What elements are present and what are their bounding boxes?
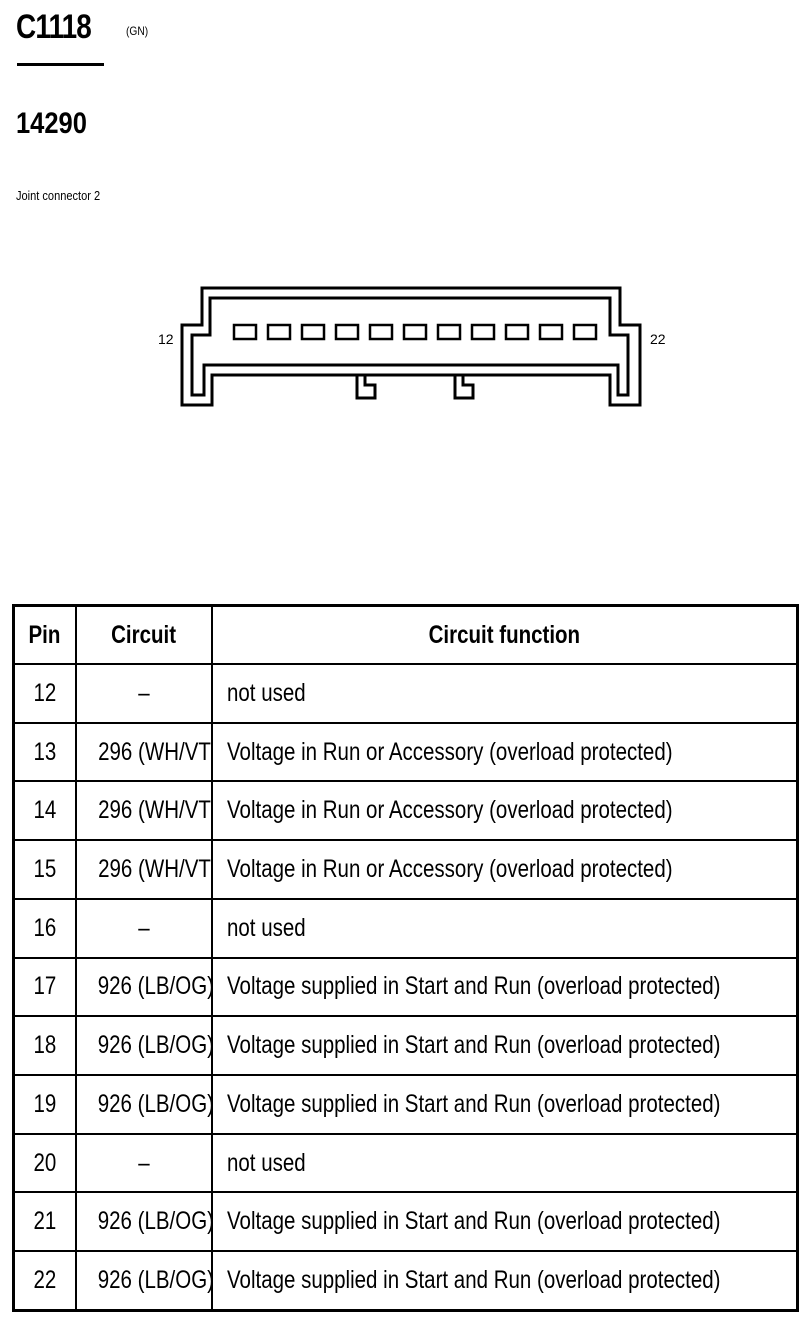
connector-description: Joint connector 2: [16, 188, 101, 203]
pin-cell: 22: [12, 1250, 77, 1312]
pin-cavity: [266, 323, 292, 341]
function-cell: not used: [210, 897, 799, 959]
pin-cell: 19: [12, 1074, 77, 1135]
connector-color: (GN): [126, 24, 149, 38]
pin-cavity: [504, 323, 530, 341]
connector-housing-outer: [180, 286, 642, 407]
circuit-cell: 296 (WH/VT): [74, 780, 213, 842]
function-cell: Voltage in Run or Accessory (overload pr…: [210, 721, 799, 783]
circuit-cell: 296 (WH/VT): [74, 839, 213, 900]
pin-cavity: [402, 323, 428, 341]
table-header-row: Pin Circuit Circuit function: [12, 604, 799, 665]
pin-cavity: [572, 323, 598, 341]
function-cell: Voltage supplied in Start and Run (overl…: [210, 1074, 799, 1135]
circuit-cell: –: [74, 1132, 213, 1194]
function-cell: Voltage supplied in Start and Run (overl…: [210, 956, 799, 1018]
circuit-cell: 926 (LB/OG): [74, 1015, 213, 1077]
circuit-cell: –: [74, 663, 213, 724]
pin-cavity: [436, 323, 462, 341]
function-cell: Voltage in Run or Accessory (overload pr…: [210, 839, 799, 900]
circuit-cell: 926 (LB/OG): [74, 956, 213, 1018]
keying-tab-right: [453, 375, 475, 400]
pin-cell: 17: [12, 956, 77, 1018]
left-pin-label: 12: [158, 331, 174, 347]
pin-cavity: [334, 323, 360, 341]
pin-cell: 12: [12, 663, 77, 724]
header-circuit-function: Circuit function: [210, 604, 799, 665]
circuit-cell: 926 (LB/OG): [74, 1250, 213, 1312]
pin-cell: 15: [12, 839, 77, 900]
pin-cell: 18: [12, 1015, 77, 1077]
table-row: 16–not used: [12, 897, 799, 959]
pin-cell: 20: [12, 1132, 77, 1194]
pin-cell: 13: [12, 721, 77, 783]
pin-cell: 16: [12, 897, 77, 959]
part-number: 14290: [16, 107, 87, 140]
pin-cavity: [232, 323, 258, 341]
header-circuit: Circuit: [74, 604, 213, 665]
pin-cavity: [300, 323, 326, 341]
connector-face-diagram: 12 22: [158, 286, 666, 407]
circuit-cell: –: [74, 897, 213, 959]
function-cell: not used: [210, 663, 799, 724]
function-cell: Voltage supplied in Start and Run (overl…: [210, 1015, 799, 1077]
table-row: 20–not used: [12, 1132, 799, 1194]
function-cell: Voltage in Run or Accessory (overload pr…: [210, 780, 799, 842]
keying-tab-left: [355, 375, 377, 400]
function-cell: Voltage supplied in Start and Run (overl…: [210, 1191, 799, 1253]
pin-cell: 21: [12, 1191, 77, 1253]
pin-cell: 14: [12, 780, 77, 842]
pin-cavity: [368, 323, 394, 341]
connector-id-underline: [17, 63, 104, 66]
circuit-cell: 926 (LB/OG): [74, 1191, 213, 1253]
function-cell: not used: [210, 1132, 799, 1194]
connector-housing-inner: [190, 296, 630, 397]
pin-table: Pin Circuit Circuit function 12–not used…: [12, 604, 799, 1312]
circuit-cell: 296 (WH/VT): [74, 721, 213, 783]
right-pin-label: 22: [650, 331, 666, 347]
table-row: 12–not used: [12, 663, 799, 724]
function-cell: Voltage supplied in Start and Run (overl…: [210, 1250, 799, 1312]
header-pin: Pin: [12, 604, 77, 665]
connector-id: C1118: [16, 8, 92, 46]
pin-cavity: [538, 323, 564, 341]
pin-cavity: [470, 323, 496, 341]
circuit-cell: 926 (LB/OG): [74, 1074, 213, 1135]
